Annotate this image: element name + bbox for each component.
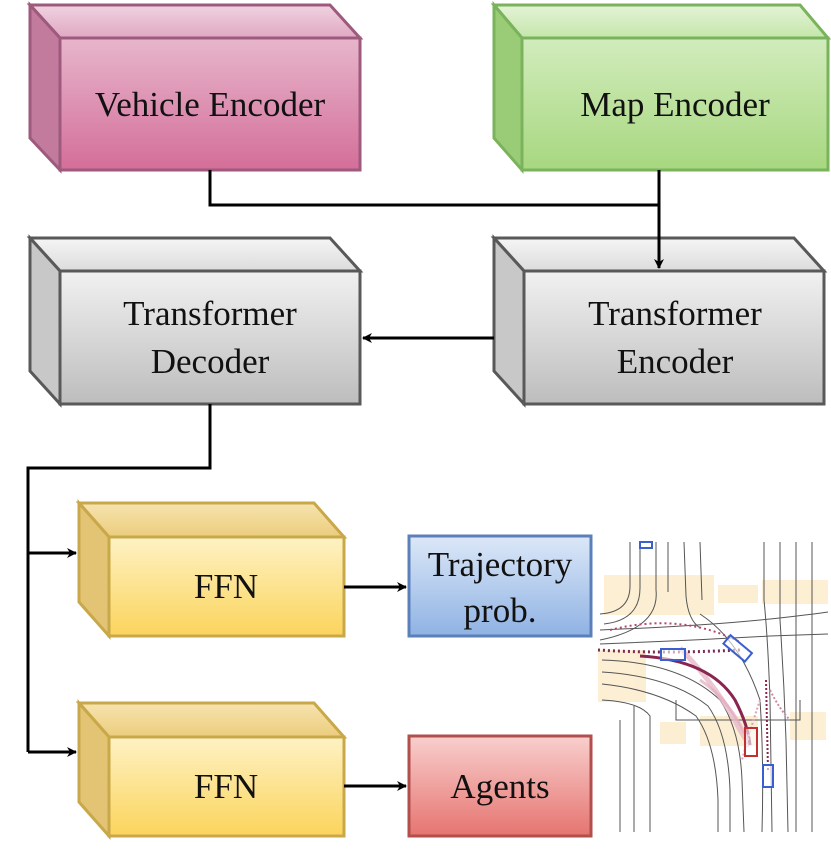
trajectory-prob-label-line2: prob.	[464, 591, 537, 630]
ffn-bottom-block: FFN	[75, 699, 348, 840]
trajectory-prob-label-line1: Trajectory	[428, 545, 573, 584]
agents-label: Agents	[450, 767, 549, 806]
vehicle-to-transformer-encoder-line	[208, 170, 659, 207]
transformer-decoder-label-line2: Decoder	[151, 342, 270, 381]
vehicle-encoder-block: Vehicle Encoder	[26, 1, 364, 174]
map-encoder-label: Map Encoder	[580, 85, 770, 124]
map-encoder-block: Map Encoder	[490, 0, 831, 174]
map-visualization	[597, 541, 829, 833]
transformer-encoder-label-line2: Encoder	[617, 342, 734, 381]
vehicle-encoder-label: Vehicle Encoder	[95, 85, 326, 124]
map-lane-lines	[599, 541, 829, 833]
connectors	[26, 170, 664, 791]
map-highlight-areas	[598, 575, 828, 746]
ffn-top-block: FFN	[75, 499, 348, 640]
ffn-bottom-label: FFN	[194, 767, 258, 806]
trajectory-prob-box: Trajectory prob.	[407, 534, 593, 638]
transformer-encoder-block: Transformer Encoder	[490, 234, 828, 408]
agents-box: Agents	[407, 734, 593, 838]
decoder-branch-line	[26, 404, 212, 752]
transformer-encoder-label-line1: Transformer	[588, 294, 762, 333]
map-agent-boxes	[639, 541, 774, 788]
transformer-decoder-block: Transformer Decoder	[26, 234, 364, 408]
ffn-top-label: FFN	[194, 567, 258, 606]
transformer-decoder-label-line1: Transformer	[123, 294, 297, 333]
